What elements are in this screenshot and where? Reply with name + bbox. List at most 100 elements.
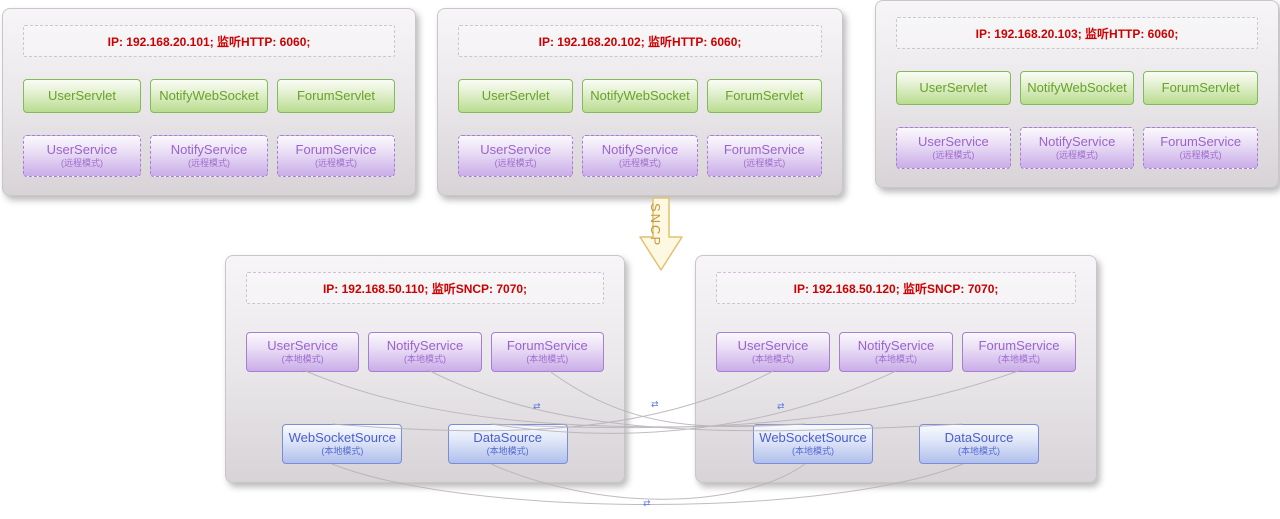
service-box-forumservice: ForumService (远程模式): [706, 135, 822, 177]
sncp-arrow-label: SNCP: [648, 203, 663, 248]
panel-header-text: IP: 192.168.20.103; 监听HTTP: 6060;: [975, 26, 1179, 41]
service-box-forumservice: ForumService (远程模式): [277, 135, 395, 177]
service-row: UserService (远程模式) NotifyService (远程模式) …: [896, 127, 1259, 169]
servlet-label: UserServlet: [48, 87, 116, 103]
service-mode: (本地模式): [875, 354, 917, 365]
source-label: DataSource: [944, 430, 1014, 446]
servlet-row: UserServlet NotifyWebSocket ForumServlet: [23, 79, 395, 113]
service-label: NotifyService: [601, 142, 679, 158]
web-server-panel-103: IP: 192.168.20.103; 监听HTTP: 6060; UserSe…: [875, 0, 1279, 188]
service-label: UserService: [737, 338, 809, 354]
service-mode: (本地模式): [752, 354, 794, 365]
service-box-forumservice: ForumService (本地模式): [490, 332, 604, 372]
service-box-notifyservice: NotifyService (远程模式): [582, 135, 698, 177]
servlet-row: UserServlet NotifyWebSocket ForumServlet: [896, 71, 1259, 105]
service-label: ForumService: [295, 142, 377, 158]
source-label: WebSocketSource: [759, 430, 867, 446]
service-box-notifyservice: NotifyService (远程模式): [150, 135, 268, 177]
servlet-box-forumservlet: ForumServlet: [277, 79, 395, 113]
servlet-label: ForumServlet: [725, 87, 804, 103]
servlet-box-userservlet: UserServlet: [458, 79, 574, 113]
service-mode: (远程模式): [494, 158, 537, 169]
servlet-label: ForumServlet: [296, 87, 376, 103]
service-box-notifyservice: NotifyService (本地模式): [368, 332, 482, 372]
source-label: WebSocketSource: [288, 430, 397, 446]
service-mode: (远程模式): [743, 158, 786, 169]
panel-header: IP: 192.168.50.110; 监听SNCP: 7070;: [246, 272, 604, 304]
panel-header: IP: 192.168.20.101; 监听HTTP: 6060;: [23, 25, 395, 57]
service-box-userservice: UserService (本地模式): [246, 332, 360, 372]
service-row: UserService (远程模式) NotifyService (远程模式) …: [458, 135, 822, 177]
service-label: UserService: [46, 142, 118, 158]
servlet-label: ForumServlet: [1161, 79, 1240, 95]
service-label: UserService: [267, 338, 339, 354]
source-mode: (本地模式): [958, 446, 1000, 457]
link-icon: ⇄: [643, 498, 651, 508]
panel-header-text: IP: 192.168.50.120; 监听SNCP: 7070;: [793, 281, 999, 296]
source-box-datasource: DataSource (本地模式): [919, 424, 1039, 464]
source-row: WebSocketSource (本地模式) DataSource (本地模式): [246, 424, 604, 464]
servlet-box-notifywebsocket: NotifyWebSocket: [582, 79, 698, 113]
servlet-label: UserServlet: [481, 87, 550, 103]
service-box-userservice: UserService (远程模式): [23, 135, 141, 177]
service-box-notifyservice: NotifyService (本地模式): [839, 332, 953, 372]
service-mode: (远程模式): [61, 158, 103, 169]
service-row: UserService (本地模式) NotifyService (本地模式) …: [716, 332, 1076, 372]
sncp-down-arrow: [639, 197, 683, 271]
service-label: NotifyService: [1038, 134, 1116, 150]
service-label: NotifyService: [170, 142, 248, 158]
service-label: NotifyService: [857, 338, 935, 354]
source-mode: (本地模式): [321, 446, 364, 457]
servlet-box-forumservlet: ForumServlet: [1143, 71, 1259, 105]
service-label: ForumService: [506, 338, 588, 354]
service-mode: (本地模式): [526, 354, 569, 365]
service-box-notifyservice: NotifyService (远程模式): [1019, 127, 1135, 169]
panel-header-text: IP: 192.168.20.101; 监听HTTP: 6060;: [107, 34, 311, 49]
servlet-box-notifywebsocket: NotifyWebSocket: [1019, 71, 1135, 105]
panel-header-text: IP: 192.168.20.102; 监听HTTP: 6060;: [538, 34, 742, 49]
service-box-userservice: UserService (远程模式): [458, 135, 574, 177]
source-mode: (本地模式): [486, 446, 529, 457]
service-box-forumservice: ForumService (远程模式): [1143, 127, 1259, 169]
service-label: UserService: [480, 142, 552, 158]
panel-header-text: IP: 192.168.50.110; 监听SNCP: 7070;: [322, 281, 528, 296]
source-box-datasource: DataSource (本地模式): [447, 424, 568, 464]
service-server-panel-120: IP: 192.168.50.120; 监听SNCP: 7070; UserSe…: [695, 255, 1097, 483]
servlet-box-userservlet: UserServlet: [23, 79, 141, 113]
service-mode: (远程模式): [932, 150, 975, 161]
service-label: ForumService: [1160, 134, 1242, 150]
service-mode: (远程模式): [618, 158, 661, 169]
service-row: UserService (远程模式) NotifyService (远程模式) …: [23, 135, 395, 177]
source-box-websocketsource: WebSocketSource (本地模式): [282, 424, 403, 464]
source-row: WebSocketSource (本地模式) DataSource (本地模式): [716, 424, 1076, 464]
service-server-panel-110: IP: 192.168.50.110; 监听SNCP: 7070; UserSe…: [225, 255, 625, 483]
servlet-label: UserServlet: [919, 79, 988, 95]
service-box-userservice: UserService (远程模式): [896, 127, 1011, 169]
service-label: UserService: [917, 134, 989, 150]
service-mode: (远程模式): [1179, 150, 1222, 161]
web-server-panel-101: IP: 192.168.20.101; 监听HTTP: 6060; UserSe…: [2, 8, 416, 196]
service-mode: (本地模式): [998, 354, 1040, 365]
source-box-websocketsource: WebSocketSource (本地模式): [753, 424, 873, 464]
panel-header: IP: 192.168.20.103; 监听HTTP: 6060;: [896, 17, 1258, 49]
link-icon: ⇄: [651, 399, 659, 409]
service-row: UserService (本地模式) NotifyService (本地模式) …: [246, 332, 604, 372]
source-label: DataSource: [473, 430, 542, 446]
service-mode: (本地模式): [281, 354, 324, 365]
service-box-forumservice: ForumService (本地模式): [962, 332, 1076, 372]
servlet-box-notifywebsocket: NotifyWebSocket: [150, 79, 268, 113]
service-mode: (远程模式): [188, 158, 230, 169]
web-server-panel-102: IP: 192.168.20.102; 监听HTTP: 6060; UserSe…: [437, 8, 843, 196]
service-label: ForumService: [723, 142, 805, 158]
servlet-row: UserServlet NotifyWebSocket ForumServlet: [458, 79, 822, 113]
panel-header: IP: 192.168.20.102; 监听HTTP: 6060;: [458, 25, 822, 57]
servlet-label: NotifyWebSocket: [159, 87, 259, 103]
service-label: NotifyService: [386, 338, 464, 354]
servlet-label: NotifyWebSocket: [1027, 79, 1127, 95]
service-mode: (本地模式): [403, 354, 446, 365]
service-mode: (远程模式): [1056, 150, 1098, 161]
service-box-userservice: UserService (本地模式): [716, 332, 830, 372]
servlet-label: NotifyWebSocket: [590, 87, 690, 103]
servlet-box-forumservlet: ForumServlet: [706, 79, 822, 113]
